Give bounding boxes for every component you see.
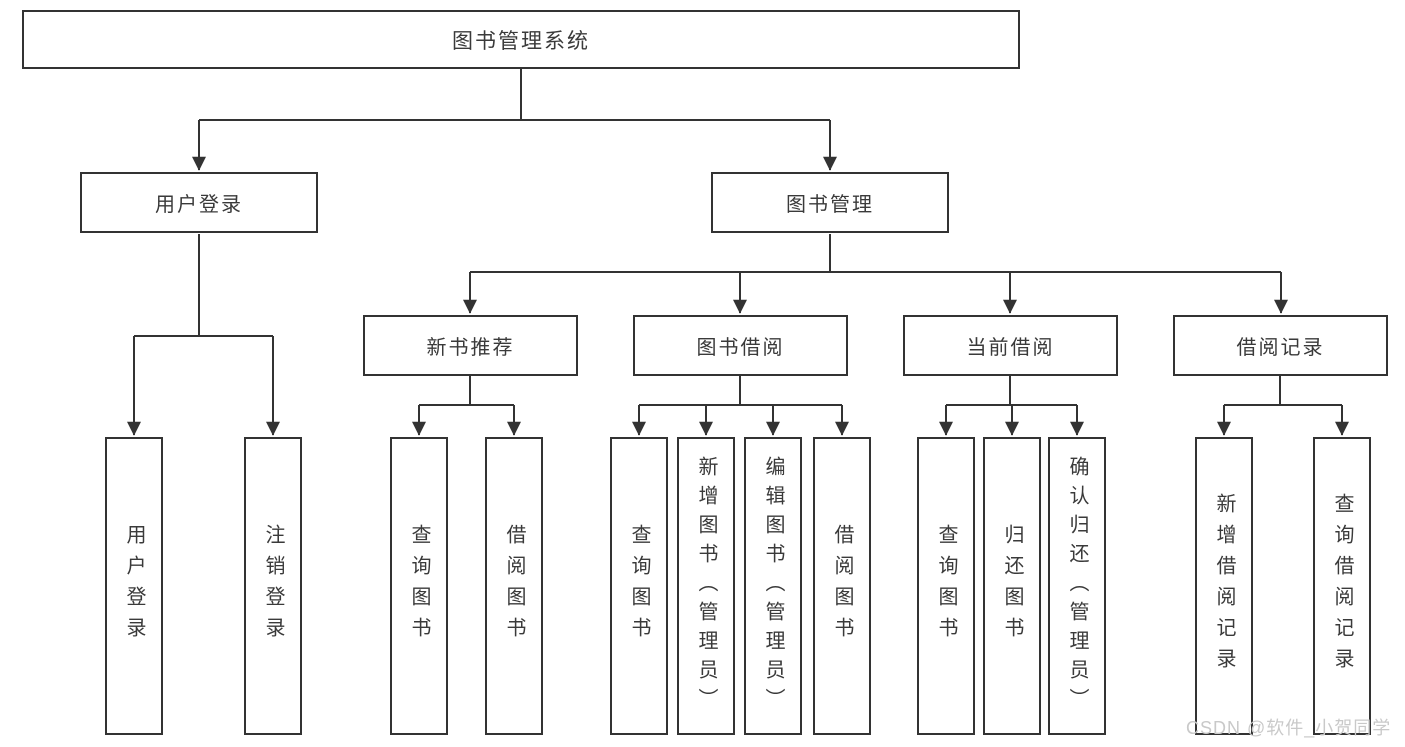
leaf-query-books-recommend: 查询图书 (390, 437, 448, 735)
leaf-add-books-admin: 新增图书（管理员） (677, 437, 735, 735)
arrow-connectors (127, 120, 1349, 436)
node-borrow-records: 借阅记录 (1173, 315, 1388, 376)
leaf-logout: 注销登录 (244, 437, 302, 735)
leaf-add-borrow-record: 新增借阅记录 (1195, 437, 1253, 735)
node-new-book-recommend: 新书推荐 (363, 315, 578, 376)
leaf-confirm-return-admin: 确认归还（管理员） (1048, 437, 1106, 735)
leaf-edit-books-admin: 编辑图书（管理员） (744, 437, 802, 735)
node-book-management: 图书管理 (711, 172, 949, 233)
node-user-login: 用户登录 (80, 172, 318, 233)
leaf-query-borrow-record: 查询借阅记录 (1313, 437, 1371, 735)
leaf-return-books: 归还图书 (983, 437, 1041, 735)
leaf-borrow-books: 借阅图书 (813, 437, 871, 735)
node-current-borrow: 当前借阅 (903, 315, 1118, 376)
node-book-borrow: 图书借阅 (633, 315, 848, 376)
node-root-system: 图书管理系统 (22, 10, 1020, 69)
leaf-query-books-current: 查询图书 (917, 437, 975, 735)
leaf-user-login: 用户登录 (105, 437, 163, 735)
leaf-borrow-books-recommend: 借阅图书 (485, 437, 543, 735)
tree-branch-lines (134, 69, 1342, 406)
csdn-watermark: CSDN @软件_小贺同学 (1186, 718, 1392, 738)
leaf-query-books-borrow: 查询图书 (610, 437, 668, 735)
